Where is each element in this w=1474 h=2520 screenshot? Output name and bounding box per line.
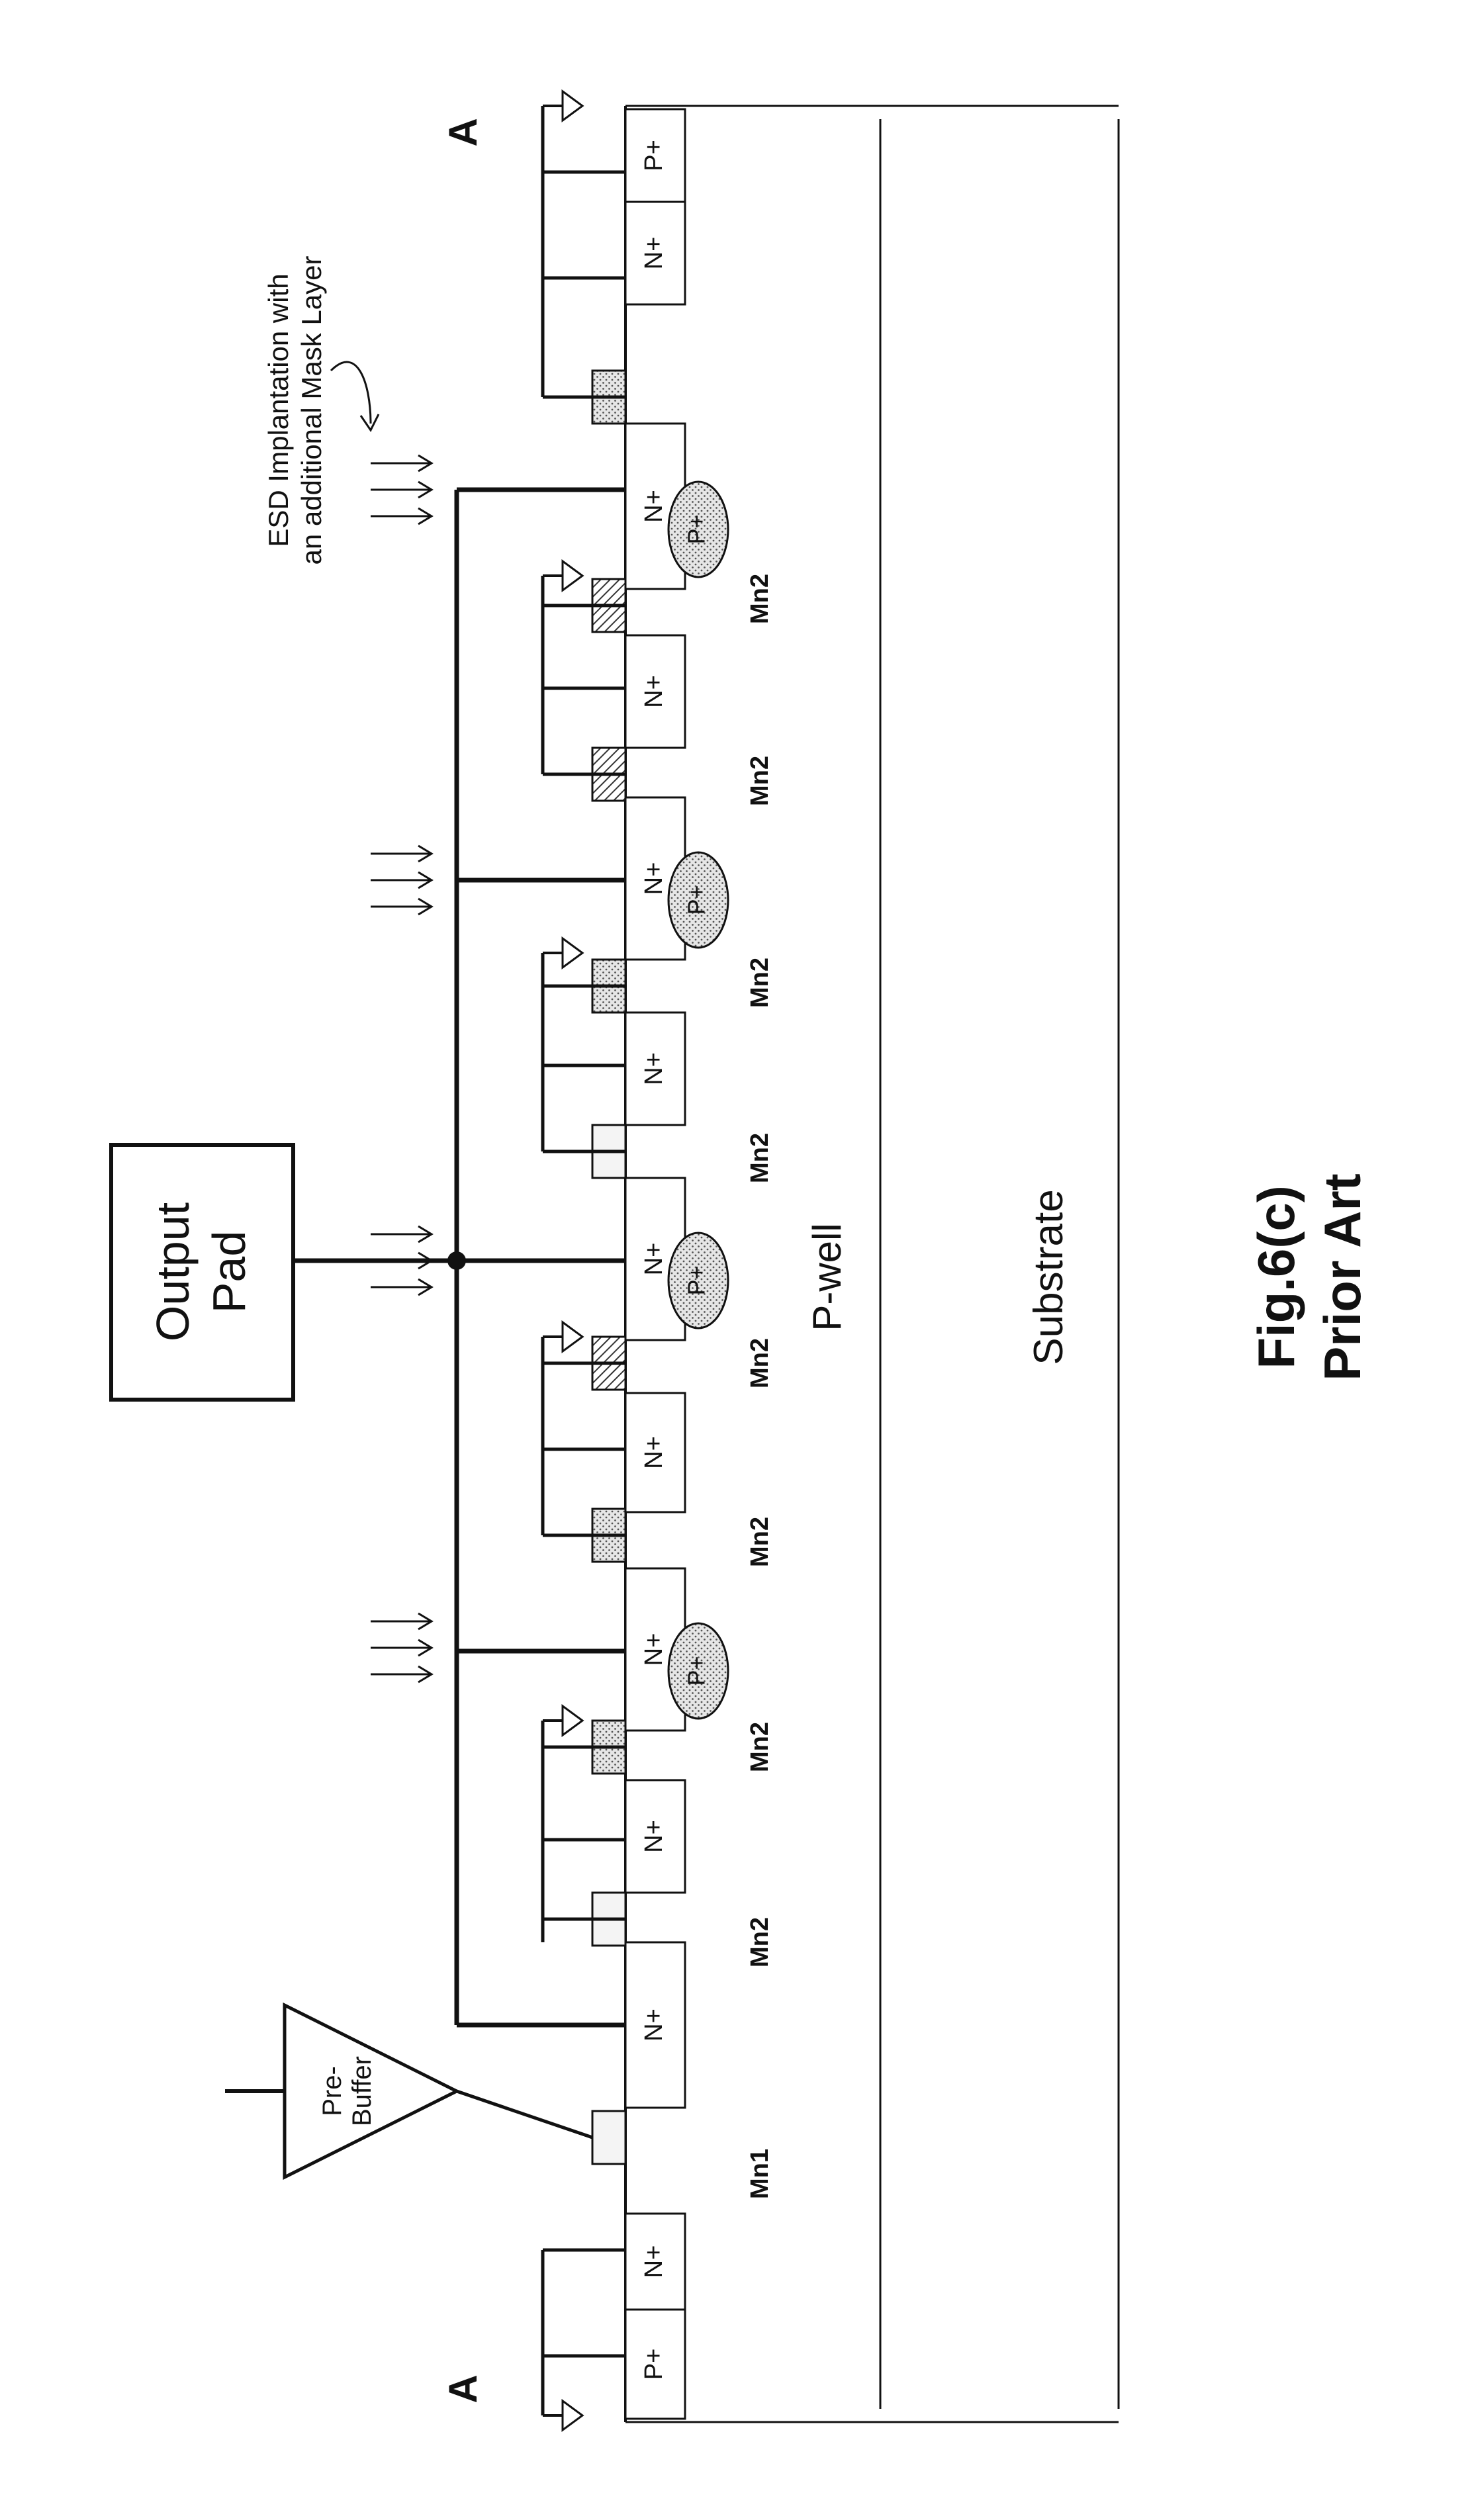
bus-junction-dot <box>447 1251 466 1270</box>
esd-implant-arrows-2-icon <box>371 1225 434 1296</box>
gate-electrodes <box>591 369 627 2165</box>
ground-symbol-4-icon-icon <box>561 559 584 592</box>
transistor-label-1: Mn1 <box>746 2149 774 2199</box>
ground-comb-1 <box>541 1721 625 1942</box>
guard-nplus-bottom <box>624 2212 686 2311</box>
ground-symbol-1-icon-icon <box>561 1704 584 1737</box>
guard-pplus-top-label: P+ <box>640 140 668 171</box>
esd-pplus-implant-3-label: P+ <box>683 1265 710 1295</box>
esd-implant-arrows <box>371 454 434 1684</box>
transistor-label-5: Mn2 <box>746 1338 774 1388</box>
pwell-label: P-well <box>805 1223 849 1331</box>
esd-implant-arrows-4-icon <box>371 454 434 525</box>
transistor-label-4: Mn2 <box>746 1517 774 1567</box>
pre-buffer-label-line2: Buffer <box>347 2056 377 2126</box>
pre-buffer: Pre- Buffer <box>225 2002 461 2181</box>
ground-symbol-5-icon-icon <box>561 89 584 122</box>
drain-nplus-1-label: N+ <box>640 2008 668 2042</box>
esd-implant-arrows-1-icon <box>371 1612 434 1684</box>
source-nplus-3-label: N+ <box>640 1052 668 1085</box>
substrate-label: Substrate <box>1026 1189 1072 1365</box>
guard-nplus-bottom-label: N+ <box>640 2245 668 2278</box>
figure-subtitle: Prior Art <box>1313 1173 1371 1381</box>
esd-implant-arrows-1-icon-head-3 <box>418 1665 434 1684</box>
transistor-label-9: Mn2 <box>746 574 774 624</box>
ground-symbol-1-icon <box>543 1704 584 1737</box>
esd-pplus-implant-4 <box>667 851 729 949</box>
guard-pplus-bottom-label: P+ <box>640 2349 668 2380</box>
esd-implant-arrows-4-icon-head-2 <box>418 480 434 499</box>
esd-note: ESD Implantation with an additional Mask… <box>263 256 380 565</box>
esd-implant-arrows-2-icon-head-3 <box>418 1278 434 1296</box>
transistor-label-6: Mn2 <box>746 1133 774 1183</box>
transistor-label-3: Mn2 <box>746 1722 774 1772</box>
section-marker-bottom: A <box>441 2374 485 2403</box>
ground-symbols <box>543 89 584 2432</box>
esd-note-pointer-icon <box>330 361 372 424</box>
source-nplus-2 <box>624 1392 686 1513</box>
drain-nplus-3-label: N+ <box>640 1243 668 1276</box>
ground-comb-3 <box>541 953 625 1153</box>
esd-implant-arrows-3-icon-head-3 <box>418 897 434 916</box>
ground-comb-bottom <box>541 2248 625 2415</box>
ground-comb-2 <box>541 1337 625 1537</box>
esd-implant-arrows-1-icon-head-1 <box>418 1612 434 1631</box>
esd-implant-arrows-3-icon-head-2 <box>418 871 434 889</box>
ground-symbol-2-icon <box>543 1320 584 1353</box>
esd-pplus-implant-5 <box>667 480 729 578</box>
transistor-label-8: Mn2 <box>746 756 774 806</box>
section-marker-top: A <box>441 118 485 146</box>
ground-symbol-2-icon-icon <box>561 1320 584 1353</box>
pre-buffer-label-line1: Pre- <box>318 2066 347 2116</box>
source-nplus-1-label: N+ <box>640 1820 668 1853</box>
drain-nplus-2-label: N+ <box>640 1633 668 1666</box>
esd-implant-arrows-4-icon-head-3 <box>418 507 434 525</box>
output-pad: Output Pad <box>109 1143 295 1402</box>
drain-nplus-4-label: N+ <box>640 862 668 895</box>
drain-nplus-1 <box>624 1941 686 2109</box>
ground-symbol-3-icon-icon <box>561 936 584 969</box>
source-nplus-3 <box>624 1011 686 1126</box>
ground-symbol-6-icon <box>543 2399 584 2432</box>
esd-pplus-implant-4-label: P+ <box>683 885 710 915</box>
esd-pplus-implant-2 <box>667 1622 729 1720</box>
esd-note-line1: ESD Implantation with <box>263 273 294 547</box>
esd-implant-arrows-2-icon-head-2 <box>418 1251 434 1270</box>
ground-symbol-3-icon <box>543 936 584 969</box>
pre-buffer-gate-wire <box>456 2089 593 2139</box>
transistor-label-7: Mn2 <box>746 958 774 1008</box>
guard-pplus-bottom <box>624 2308 686 2420</box>
esd-pplus-implant-3 <box>667 1232 729 1329</box>
esd-implant-arrows-3-icon-head-1 <box>418 844 434 863</box>
ground-symbol-4-icon <box>543 559 584 592</box>
esd-note-line2: an additional Mask Layer <box>296 256 327 565</box>
esd-implant-arrows-4-icon-head-1 <box>418 454 434 472</box>
guard-nplus-top <box>624 201 686 306</box>
source-nplus-4 <box>624 634 686 749</box>
source-nplus-1 <box>624 1779 686 1894</box>
esd-implant-arrows-3-icon <box>371 844 434 916</box>
esd-implant-arrows-1-icon-head-2 <box>418 1639 434 1657</box>
guard-nplus-top-label: N+ <box>640 237 668 270</box>
ground-symbol-5-icon <box>543 89 584 122</box>
esd-implant-arrows-2-icon-head-1 <box>418 1225 434 1243</box>
output-pad-label-line2: Pad <box>203 1231 255 1314</box>
drain-nplus-5-label: N+ <box>640 490 668 523</box>
esd-pplus-implant-5-label: P+ <box>683 514 710 544</box>
figure-title: Fig.6(c) <box>1247 1185 1305 1369</box>
diffusion-regions: P+ N+ P+ N+ N+ N+ P+ N+ P+ N+ P+ N+ P+ N+ N+ N+ N+ <box>624 108 729 2420</box>
output-pad-label-line1: Output <box>147 1202 199 1341</box>
transistor-label-2: Mn2 <box>746 1917 774 1967</box>
source-nplus-2-label: N+ <box>640 1436 668 1469</box>
gate-mn1 <box>591 2110 627 2165</box>
ground-comb-top <box>541 106 625 399</box>
esd-pplus-implant-2-label: P+ <box>683 1656 710 1686</box>
ground-comb-4 <box>541 576 625 776</box>
ground-symbol-6-icon-icon <box>561 2399 584 2432</box>
source-nplus-4-label: N+ <box>640 675 668 708</box>
guard-pplus-top <box>624 108 686 203</box>
